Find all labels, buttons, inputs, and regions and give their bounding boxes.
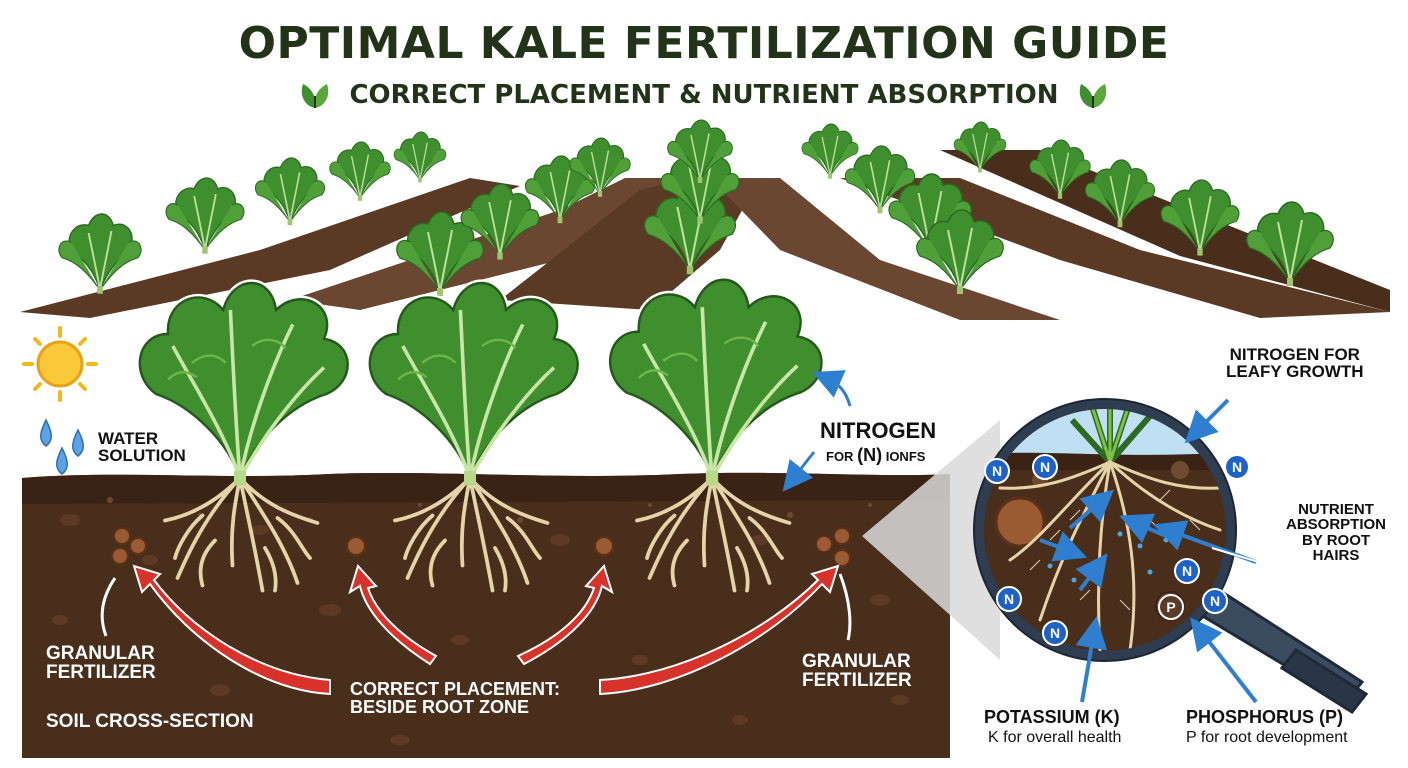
nitrogen-leafy-growth-label: NITROGEN FOR LEAFY GROWTH — [1226, 345, 1364, 382]
granular-fertilizer-left-label: GRANULAR FERTILIZER — [46, 643, 156, 684]
leaf-icon — [1079, 84, 1106, 108]
fertilizer-granule-icon — [111, 527, 851, 567]
sun-icon — [22, 326, 98, 402]
nitrogen-badge: N — [1224, 454, 1250, 480]
nutrient-absorption-label: NUTRIENT ABSORPTION BY ROOT HAIRS — [1286, 501, 1387, 564]
leaf-icon — [302, 84, 329, 108]
correct-placement-label: CORRECT PLACEMENT: BESIDE ROOT ZONE — [350, 679, 560, 718]
phosphorus-badge: P — [1158, 594, 1184, 620]
phosphorus-description: P for root development — [1186, 729, 1348, 746]
phosphorus-label: PHOSPHORUS (P) — [1186, 707, 1344, 727]
water-solution-label: WATER SOLUTION — [98, 429, 186, 466]
nitrogen-sub-n: (N) — [857, 445, 883, 465]
nitrogen-sub-for: FOR — [826, 449, 854, 464]
nitrogen-arrow-lower — [782, 451, 816, 492]
nitrogen-badge: N — [996, 586, 1022, 612]
nitrogen-sub-ions: IONFS — [885, 449, 926, 464]
subtitle-row: CORRECT PLACEMENT & NUTRIENT ABSORPTION — [0, 78, 1408, 112]
lens-outline — [973, 398, 1237, 662]
nitrogen-badge: N — [1174, 558, 1200, 584]
nitrogen-badge: N — [1032, 454, 1058, 480]
absorption-pointer — [1211, 547, 1273, 567]
page-subtitle: CORRECT PLACEMENT & NUTRIENT ABSORPTION — [349, 80, 1059, 110]
page-title: OPTIMAL KALE FERTILIZATION GUIDE — [238, 18, 1170, 69]
soil-cross-section-label: SOIL CROSS-SECTION — [46, 711, 254, 732]
arrow-icon — [132, 564, 840, 696]
kale-plants — [140, 280, 822, 486]
lens-rim — [974, 399, 1236, 661]
nitrogen-label: NITROGEN — [820, 418, 937, 443]
nitrogen-arrow-upper — [812, 370, 852, 407]
water-drop-icon — [40, 418, 84, 475]
potassium-description: K for overall health — [988, 729, 1122, 746]
zoom-cone — [862, 420, 1000, 660]
granular-right-pointer — [838, 573, 852, 641]
nitrogen-badge: N — [1202, 588, 1228, 614]
nitrogen-sublabel: FOR (N) IONFS — [826, 446, 925, 464]
granular-fertilizer-right-label: GRANULAR FERTILIZER — [802, 651, 912, 692]
potassium-label: POTASSIUM (K) — [984, 707, 1120, 727]
nitrogen-badge: N — [1042, 620, 1068, 646]
granular-left-pointer — [100, 577, 117, 637]
nitrogen-badge: N — [984, 458, 1010, 484]
